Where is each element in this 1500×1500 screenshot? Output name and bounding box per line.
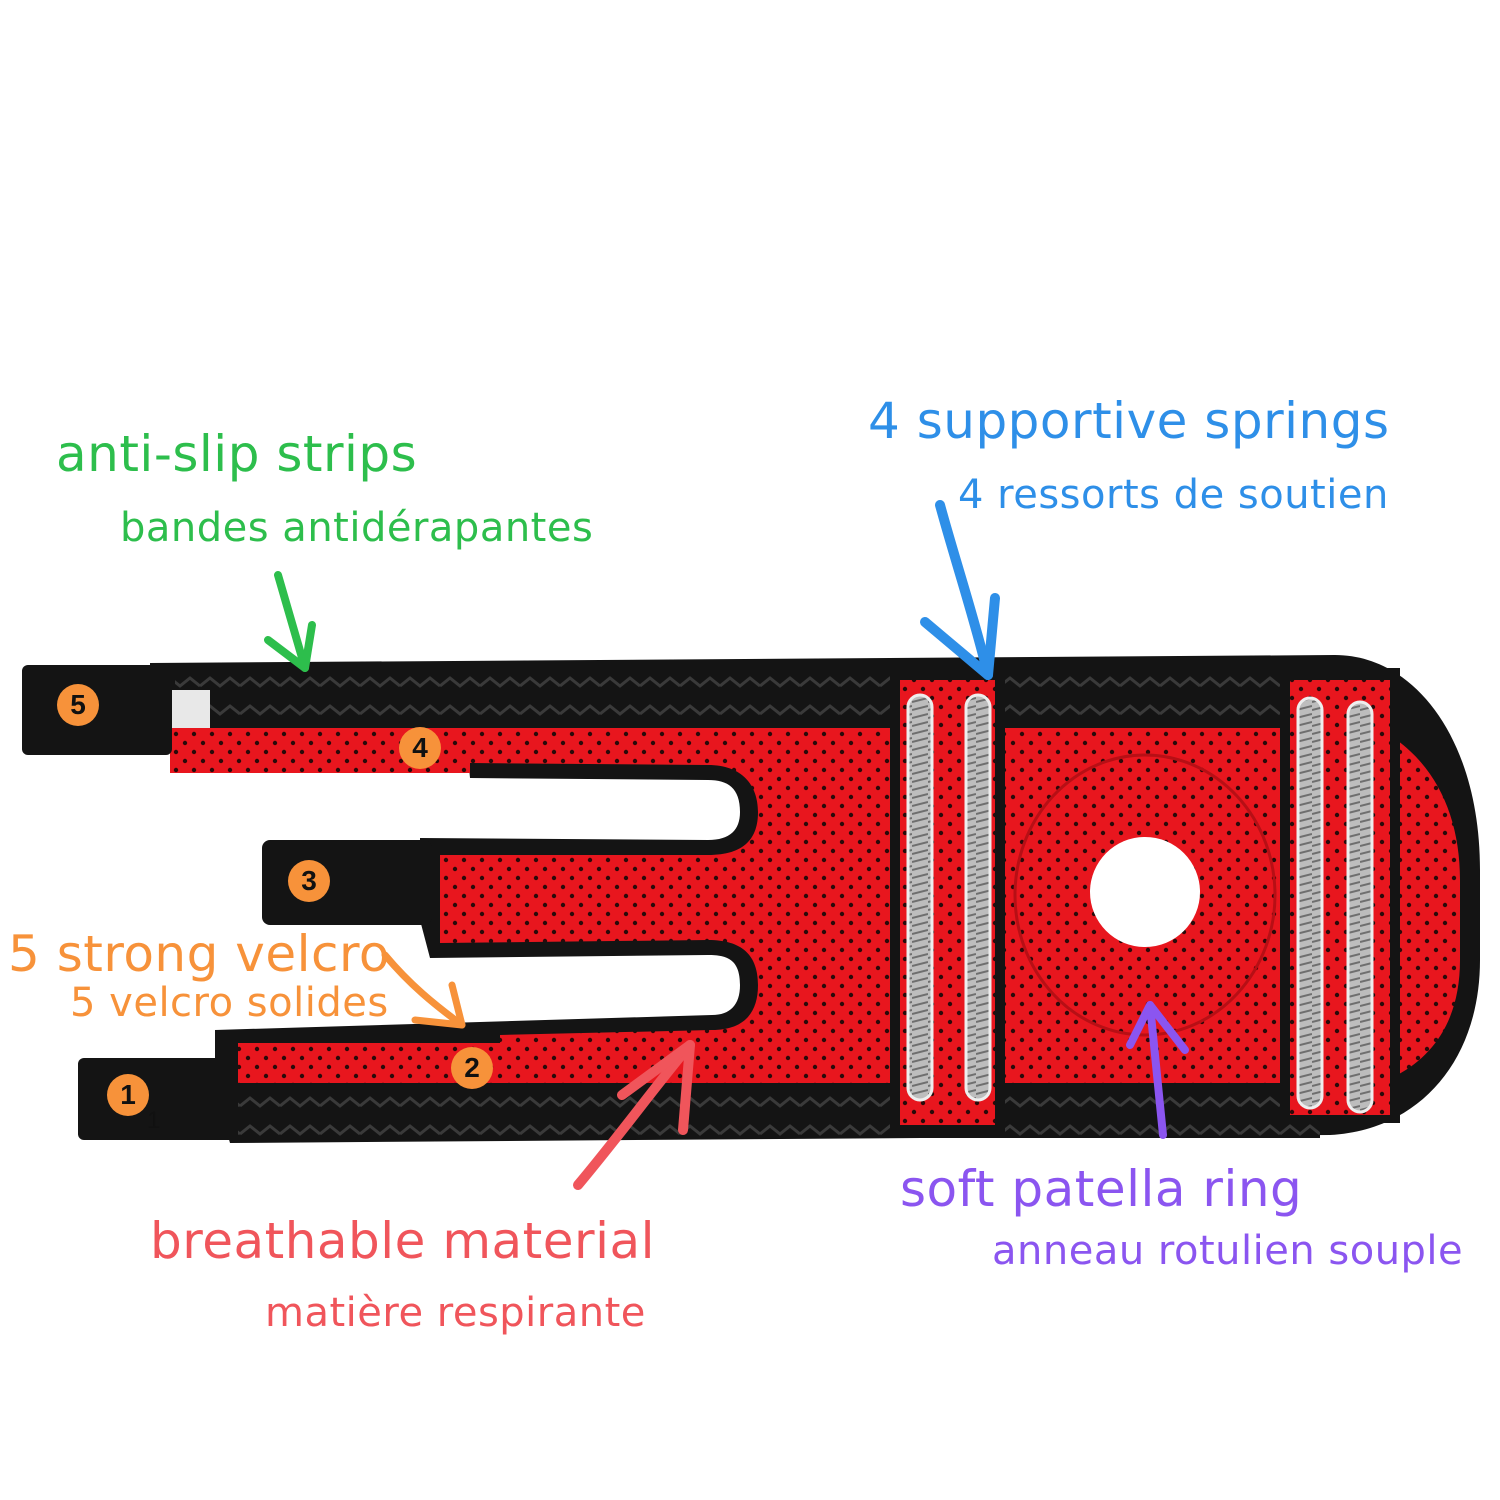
anti-slip-title: anti-slip strips (56, 425, 418, 483)
spring-1 (906, 693, 934, 1102)
anti-slip-subtitle: bandes antidérapantes (120, 505, 594, 551)
velcro-badge-2: 2 (451, 1047, 493, 1089)
anti-slip-strip-top (175, 668, 1335, 728)
strap-label-patch (172, 690, 210, 728)
stray-mark: 1 (147, 1107, 161, 1134)
velcro-badge-5: 5 (57, 684, 99, 726)
patella-subtitle: anneau rotulien souple (992, 1228, 1464, 1274)
velcro-badge-3: 3 (288, 860, 330, 902)
patella-hole (1090, 837, 1200, 947)
velcro-badge-1: 1 (107, 1074, 149, 1116)
arrows (264, 500, 1189, 1190)
velcro-badge-4: 4 (399, 727, 441, 769)
green-arrow (274, 571, 309, 672)
red-arrow-head (617, 1040, 695, 1135)
purple-arrow-head (1126, 1001, 1189, 1054)
blue-arrow (935, 500, 993, 680)
velcro-subtitle: 5 velcro solides (70, 980, 389, 1026)
spring-4 (1346, 700, 1374, 1114)
patella-title: soft patella ring (900, 1160, 1303, 1218)
velcro-title: 5 strong velcro (8, 925, 391, 983)
springs-subtitle: 4 ressorts de soutien (958, 472, 1389, 518)
springs-title: 4 supportive springs (868, 392, 1390, 450)
knee-brace (22, 655, 1480, 1143)
breathable-subtitle: matière respirante (265, 1290, 646, 1336)
anti-slip-strip-bottom (230, 1083, 1320, 1138)
green-arrow-head (264, 621, 316, 672)
blue-arrow-head (920, 593, 1000, 680)
orange-arrow (381, 951, 466, 1029)
purple-arrow (1146, 1001, 1167, 1139)
spring-2 (964, 693, 992, 1102)
spring-3 (1296, 696, 1324, 1110)
breathable-title: breathable material (150, 1212, 656, 1270)
orange-arrow-head (411, 981, 466, 1029)
